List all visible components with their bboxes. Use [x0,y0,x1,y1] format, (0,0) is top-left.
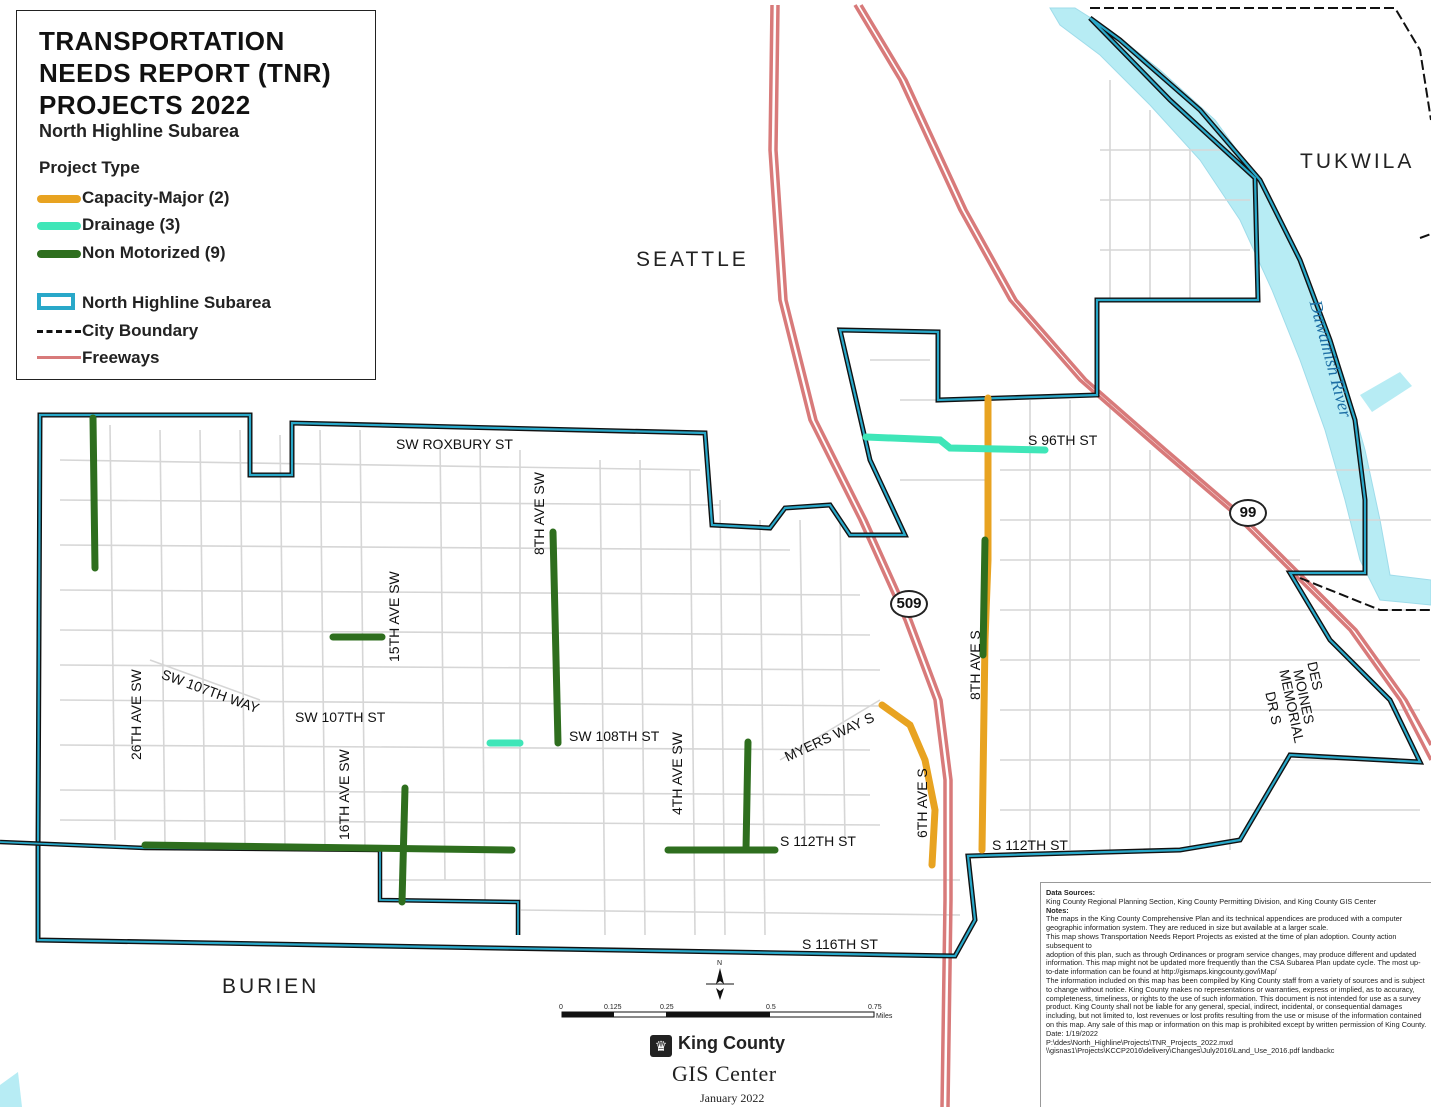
map-date: January 2022 [700,1091,765,1105]
street-label: 6TH AVE S [914,768,930,838]
street-label: 8TH AVE SW [531,472,547,555]
freeways [768,4,1431,1107]
street-label: SW 107TH ST [295,709,386,725]
non-motorized-project [979,536,989,659]
street-label: S 112TH ST [992,837,1068,853]
green-line-icon [37,250,81,258]
street-label: S 116TH ST [802,936,878,952]
north-arrow-icon [706,968,734,1000]
street-label: 16TH AVE SW [336,749,352,840]
subarea-boundary [0,15,1425,959]
project-lines [89,394,1049,906]
city-label-seattle: SEATTLE [636,248,749,271]
street-label: S 96TH ST [1028,432,1098,448]
street-label: SW ROXBURY ST [396,436,513,452]
king-county-logo: ♛ King County GIS Center [650,1033,820,1093]
legend-subtitle: North Highline Subarea [39,121,240,141]
legend-section-title: Project Type [39,158,140,177]
street-label: 26TH AVE SW [128,669,144,760]
non-motorized-project [141,841,516,854]
legend-title: TRANSPORTATION NEEDS REPORT (TNR) PROJEC… [39,26,332,120]
city-label-burien: BURIEN [222,975,320,998]
street-label: 15TH AVE SW [386,571,402,662]
highway-509-shield: 509 [890,590,928,618]
street-label: 8TH AVE S [967,630,983,700]
scale-tick: 0.25 [660,1004,674,1011]
city-label-tukwila: TUKWILA [1300,150,1415,173]
street-label: SW 108TH ST [569,728,660,744]
scale-unit: Miles [876,1013,893,1020]
duwamish-river [0,7,1431,1107]
drainage-project [862,433,1049,454]
scale-tick: 0 [559,1004,563,1011]
highway-99-shield: 99 [1229,499,1267,527]
street-label: S 112TH ST [780,833,856,849]
scale-bar [561,1011,875,1018]
notes-box: Data Sources: King County Regional Plann… [1040,882,1431,1107]
city-boundary [1090,7,1431,611]
scale-tick: 0.5 [766,1004,776,1011]
teal-line-icon [37,222,81,230]
non-motorized-project [549,528,562,747]
street-grid [59,80,1431,936]
king-county-crown-icon: ♛ [650,1035,672,1057]
scale-tick: 0.125 [604,1004,622,1011]
scale-tick: 0.75 [868,1004,882,1011]
subarea-box-icon [37,293,75,310]
dashed-line-icon [37,330,81,333]
orange-line-icon [37,195,81,203]
non-motorized-project [89,414,99,572]
north-label: N [717,960,723,967]
non-motorized-project [398,784,409,906]
legend: TRANSPORTATION NEEDS REPORT (TNR) PROJEC… [16,10,376,380]
capacity-major-project [878,701,939,869]
street-label: 4TH AVE SW [669,732,685,815]
red-line-icon [37,356,81,359]
non-motorized-project [742,738,752,854]
